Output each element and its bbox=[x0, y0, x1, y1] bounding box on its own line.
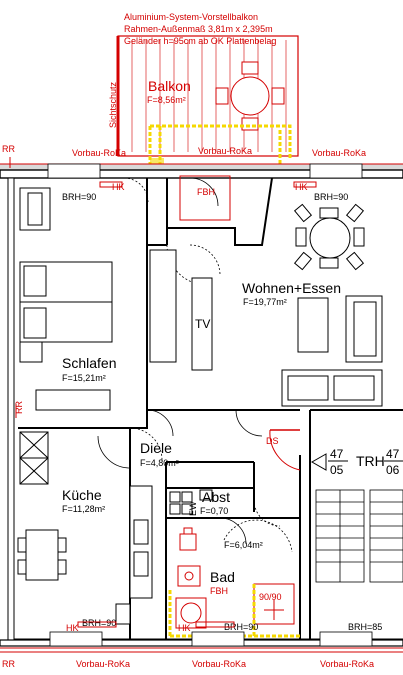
room-area-diele: F=4,80m² bbox=[140, 458, 179, 468]
room-name-schlafen: Schlafen bbox=[62, 355, 116, 371]
room-area-bad: F=6,04m² bbox=[224, 540, 263, 550]
dining-table bbox=[309, 217, 351, 259]
rr-label-top: RR bbox=[2, 144, 15, 154]
radiator-label-kueche: HK bbox=[66, 623, 79, 633]
sill-height-schlafen: BRH=90 bbox=[62, 192, 96, 202]
bad-fixtures bbox=[175, 527, 295, 629]
sill-height-bad: BRH=90 bbox=[224, 622, 258, 632]
wardrobe-right bbox=[149, 249, 177, 363]
room-area-kueche: F=11,28m² bbox=[62, 504, 105, 514]
washing-machine bbox=[175, 597, 207, 629]
radiator-label-bad: HK bbox=[178, 623, 191, 633]
toilet bbox=[179, 533, 197, 551]
room-name-diele: Diele bbox=[140, 440, 172, 456]
roller-box-label-bottom-center: Vorbau-RoKa bbox=[192, 659, 246, 669]
balcony-table bbox=[215, 61, 285, 131]
spec-line-1: Aluminium-System-Vorstellbalkon bbox=[124, 12, 258, 22]
balcony-support-line bbox=[148, 124, 292, 179]
tv-cabinet bbox=[191, 277, 213, 371]
rr-label-left: RR bbox=[14, 401, 24, 414]
entrance-door-swing bbox=[269, 429, 301, 471]
tv-label: TV bbox=[195, 317, 210, 331]
room-area-wohnen: F=19,77m² bbox=[243, 297, 287, 307]
room-name-wohnen: Wohnen+Essen bbox=[242, 280, 341, 296]
roller-box-label-center: Vorbau-RoKa bbox=[198, 146, 252, 156]
sill-height-stair: BRH=85 bbox=[348, 622, 382, 632]
balcony-spec: Aluminium-System-Vorstellbalkon Rahmen-A… bbox=[124, 12, 276, 46]
floor-heating-label-top: FBH bbox=[197, 187, 215, 197]
fridge bbox=[115, 603, 131, 625]
balcony: Balkon F=8,56m² Sichtschutz bbox=[108, 35, 299, 157]
ds-label: DS bbox=[266, 436, 279, 446]
floor-heating-label-bad: FBH bbox=[210, 586, 228, 596]
coffee-table bbox=[297, 297, 329, 353]
room-name-bad: Bad bbox=[210, 569, 235, 585]
stair-right-number: 47 bbox=[386, 447, 400, 461]
balcony-name: Balkon bbox=[148, 78, 191, 94]
roller-box-label-bottom-right: Vorbau-RoKa bbox=[320, 659, 374, 669]
sill-height-wohnen: BRH=90 bbox=[314, 192, 348, 202]
stair-right-denominator: 06 bbox=[386, 463, 400, 477]
facade-bottom bbox=[0, 631, 403, 653]
room-area-schlafen: F=15,21m² bbox=[62, 373, 106, 383]
ew-label: EW bbox=[188, 501, 198, 516]
spec-line-3: Geländer h=95cm ab OK Plattenbelag bbox=[124, 36, 276, 46]
schlafen-furniture bbox=[19, 187, 177, 411]
abst-utilities bbox=[169, 489, 213, 515]
sill-height-kueche: BRH=90 bbox=[82, 618, 116, 628]
facade-top bbox=[0, 163, 403, 179]
bathroom-sink bbox=[177, 565, 201, 587]
rr-label-bottom: RR bbox=[2, 659, 15, 669]
stair-left-number: 47 bbox=[330, 447, 344, 461]
roller-box-label-left: Vorbau-RoKa bbox=[72, 148, 126, 158]
balcony-deck-boards bbox=[131, 40, 287, 152]
roller-box-label-bottom-left: Vorbau-RoKa bbox=[76, 659, 130, 669]
door-swings bbox=[97, 177, 281, 545]
nightstand bbox=[19, 341, 43, 363]
stairwell bbox=[310, 453, 403, 583]
room-name-abst: Abst bbox=[202, 489, 230, 505]
room-area-abst: F=0,70 bbox=[200, 506, 228, 516]
wohnen-furniture bbox=[191, 203, 383, 407]
privacy-screen-label: Sichtschutz bbox=[108, 81, 118, 128]
balcony-outline bbox=[117, 35, 299, 157]
dresser bbox=[35, 389, 111, 411]
kueche-furniture bbox=[17, 431, 153, 625]
trh-label: TRH bbox=[356, 453, 385, 469]
kitchen-table bbox=[25, 529, 59, 581]
stair-left-denominator: 05 bbox=[330, 463, 344, 477]
shower-size-label: 90/90 bbox=[259, 592, 282, 602]
roller-box-label-right: Vorbau-RoKa bbox=[312, 148, 366, 158]
interior-walls bbox=[18, 177, 403, 640]
room-name-kueche: Küche bbox=[62, 487, 102, 503]
spec-line-2: Rahmen-Außenmaß 3,81m x 2,395m bbox=[124, 24, 273, 34]
balcony-area: F=8,56m² bbox=[147, 95, 186, 105]
